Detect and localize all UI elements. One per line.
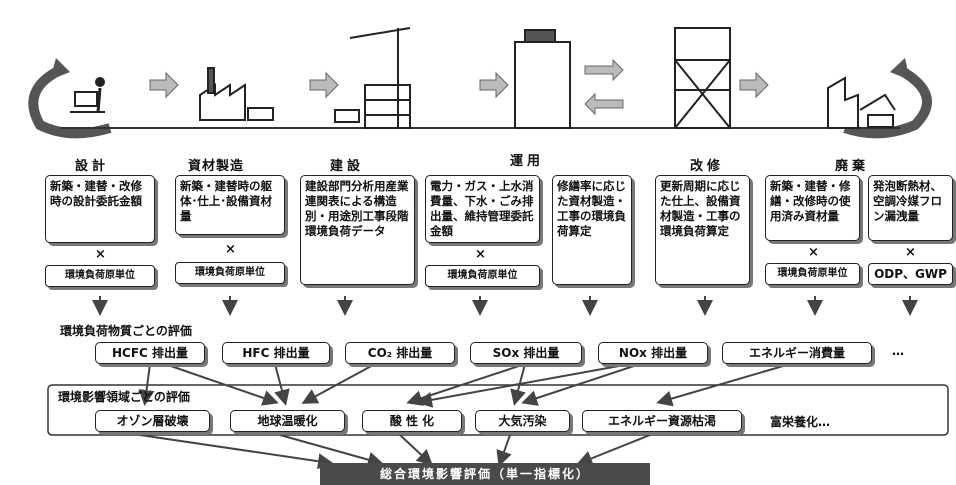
category-header: 環境影響領域ごとの評価 bbox=[58, 388, 190, 405]
substance-hfc: HFC 排出量 bbox=[222, 342, 330, 364]
input-disposal: 新築・建替・修繕・改修時の使用済み資材量 bbox=[765, 175, 860, 241]
unit-materials: 環境負荷原単位 bbox=[175, 262, 285, 284]
stage-operation: 運用 bbox=[510, 150, 544, 169]
times-operation: × bbox=[475, 247, 486, 262]
input-construction: 建設部門分析用産業連関表による構造別・用途別工事段階環境負荷データ bbox=[300, 175, 415, 285]
building-illustration bbox=[515, 30, 570, 128]
odp-gwp: ODP、GWP bbox=[868, 263, 953, 285]
stage-materials: 資材製造 bbox=[188, 155, 244, 174]
input-operation: 電力・ガス・上水消費量、下水・ごみ排出量、維持管理委託金額 bbox=[425, 175, 540, 243]
factory-illustration bbox=[200, 68, 273, 120]
stage-construction: 建設 bbox=[330, 155, 364, 174]
renovation-illustration bbox=[675, 28, 730, 128]
category-acidification: 酸 性 化 bbox=[362, 410, 462, 432]
stage-disposal: 廃棄 bbox=[835, 155, 869, 174]
times-disposal: × bbox=[808, 245, 819, 260]
unit-disposal: 環境負荷原単位 bbox=[765, 263, 860, 285]
designer-illustration bbox=[70, 77, 105, 112]
crane-illustration bbox=[335, 28, 410, 128]
times-design: × bbox=[95, 247, 106, 262]
category-warming: 地球温暖化 bbox=[230, 410, 345, 432]
substance-energy: エネルギー消費量 bbox=[722, 342, 872, 364]
substance-ellipsis: … bbox=[892, 344, 904, 358]
unit-design: 環境負荷原単位 bbox=[45, 265, 155, 287]
input-materials: 新築・建替時の躯体･仕上･設備資材量 bbox=[175, 175, 285, 235]
category-ozone: オゾン層破壊 bbox=[95, 410, 210, 432]
input-renovation: 更新周期に応じた仕上、設備資材製造・工事の環境負荷算定 bbox=[655, 175, 750, 285]
input-repair: 修繕率に応じた資材製造・工事の環境負荷算定 bbox=[552, 175, 632, 285]
substance-nox: NOx 排出量 bbox=[598, 342, 708, 364]
times-materials: × bbox=[225, 242, 236, 257]
stage-design: 設計 bbox=[75, 155, 109, 174]
unit-operation: 環境負荷原単位 bbox=[425, 265, 540, 287]
category-energy: エネルギー資源枯渇 bbox=[582, 410, 742, 432]
input-refrigerant: 発泡断熱材、空調冷媒フロン漏洩量 bbox=[868, 175, 953, 241]
demolition-illustration bbox=[828, 78, 895, 128]
category-air-pollution: 大気汚染 bbox=[475, 410, 570, 432]
substance-header: 環境負荷物質ごとの評価 bbox=[60, 322, 192, 339]
times-refrigerant: × bbox=[905, 245, 916, 260]
substance-hcfc: HCFC 排出量 bbox=[95, 342, 205, 364]
input-design: 新築・建替・改修時の設計委託金額 bbox=[45, 175, 155, 243]
substance-sox: SOx 排出量 bbox=[470, 342, 582, 364]
substance-co2: CO₂ 排出量 bbox=[345, 342, 455, 364]
category-eutrophication: 富栄養化… bbox=[770, 413, 830, 430]
final-evaluation: 総合環境影響評価（単一指標化） bbox=[320, 463, 650, 485]
stage-renovation: 改修 bbox=[690, 155, 724, 174]
